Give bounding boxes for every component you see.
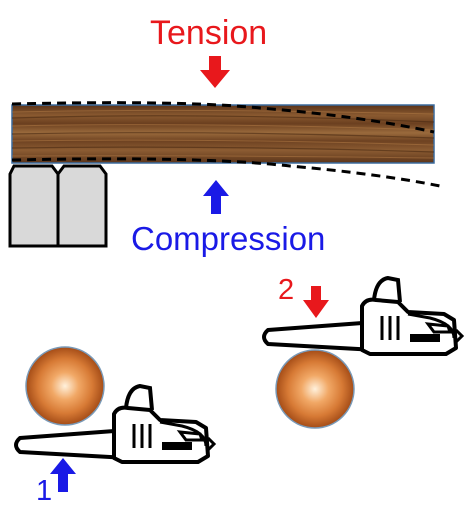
tension-curve <box>11 101 435 134</box>
step-one-label: 1 <box>36 475 53 507</box>
wooden-beam <box>11 104 435 164</box>
step-one-up-arrow-icon <box>50 458 76 492</box>
compression-arrow-icon <box>203 180 229 214</box>
support-block-right <box>56 164 108 248</box>
compression-label: Compression <box>131 220 326 257</box>
tension-arrow-icon <box>200 56 230 88</box>
step-two-label: 2 <box>278 274 295 306</box>
compression-curve <box>11 157 441 188</box>
log-cross-section-icon <box>275 349 355 429</box>
step-two-down-arrow-icon <box>303 286 329 318</box>
log-cross-section-icon <box>25 346 105 426</box>
tension-label: Tension <box>150 14 268 52</box>
support-block-left <box>8 164 60 248</box>
